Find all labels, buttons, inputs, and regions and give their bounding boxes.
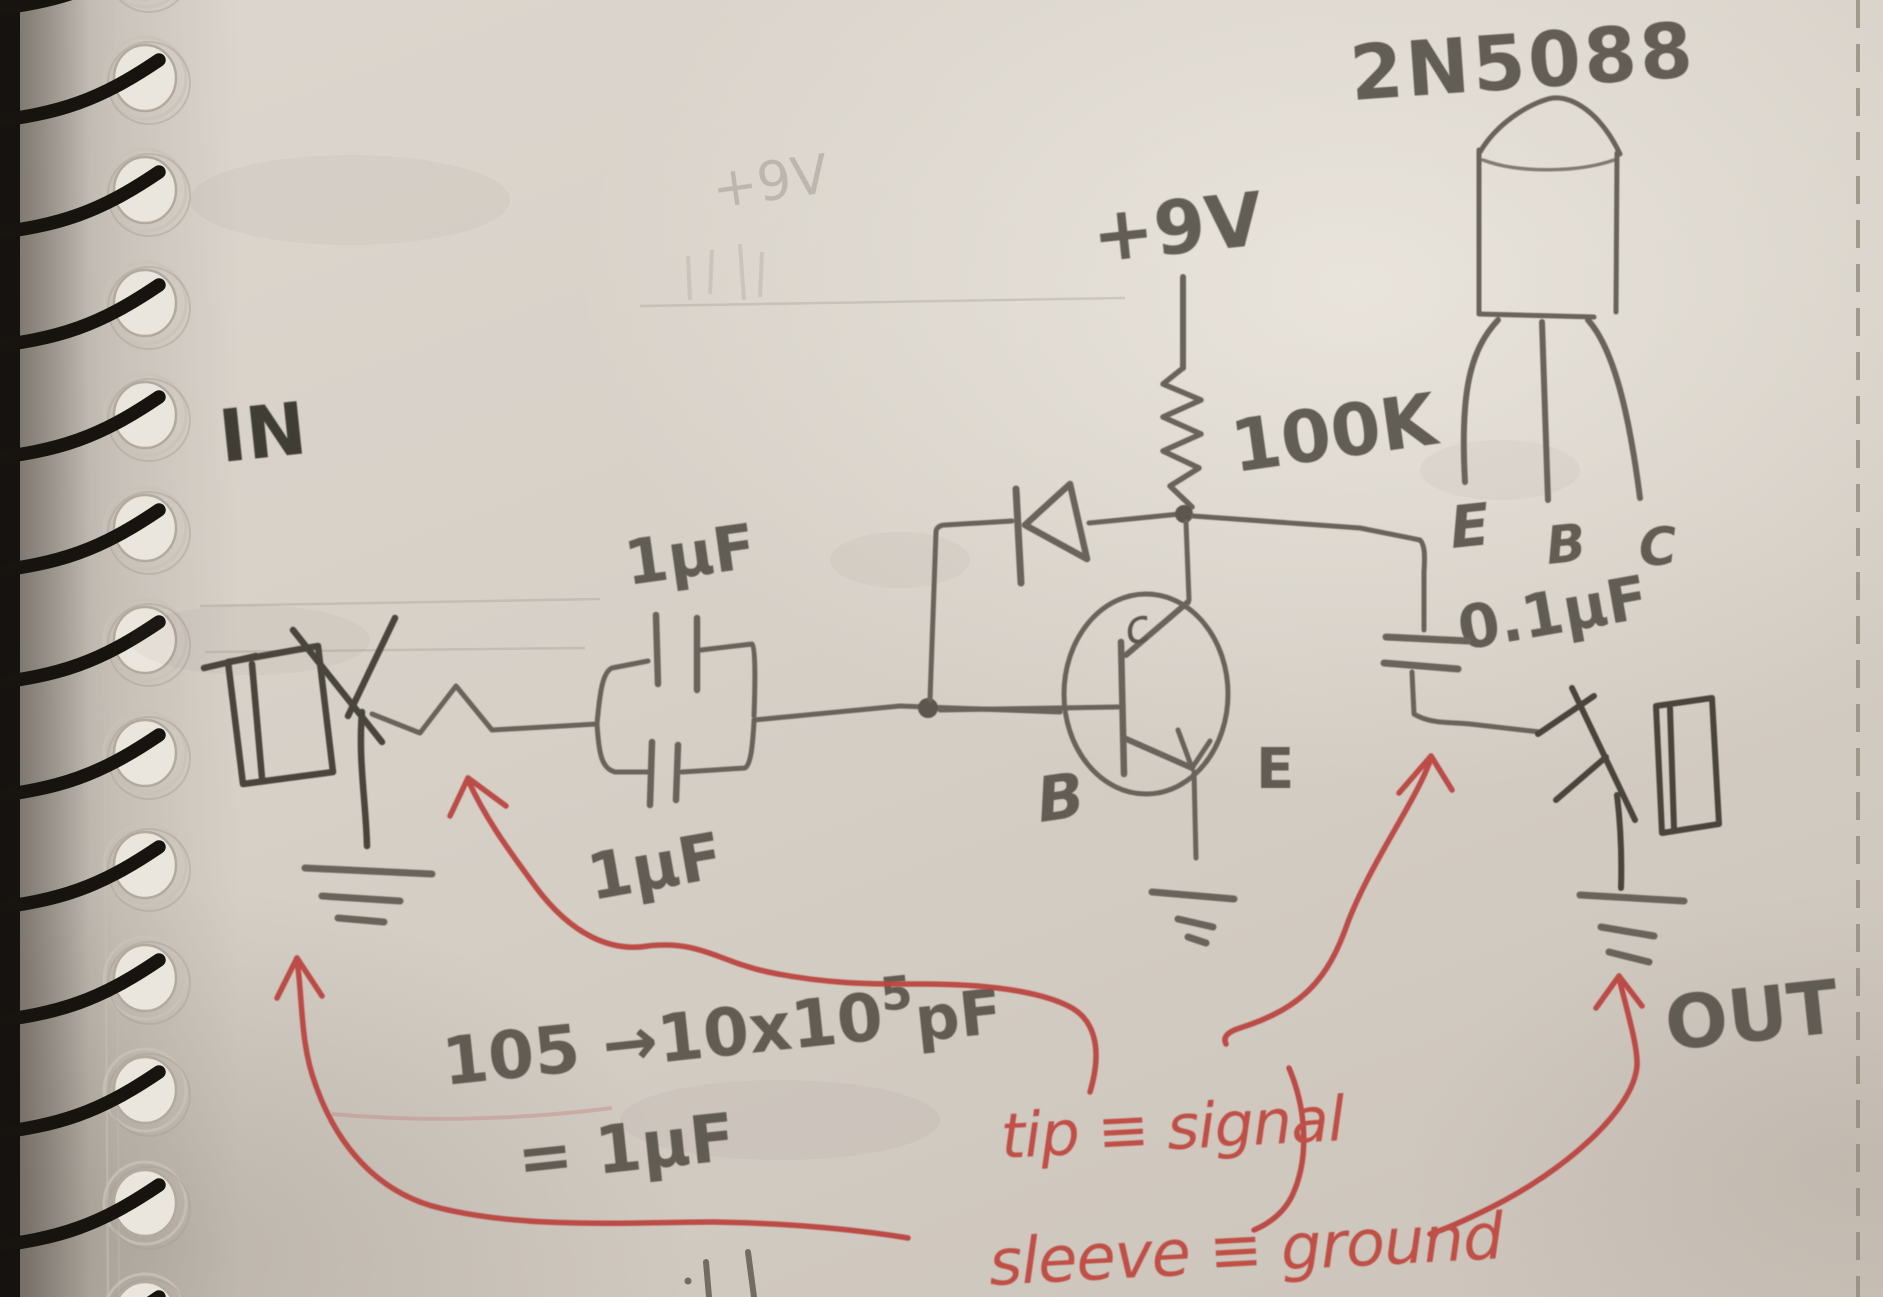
emitter-ground-symbol [1148,888,1238,947]
transistor-emitter-label: E [1256,737,1294,802]
transistor-base-label: B [1032,758,1089,837]
red-arrow-to-coupling-caps [447,775,1099,1095]
cap-top-label: 1µF [620,509,760,600]
output-cap-plate [1380,659,1462,673]
pin-label-base: B [1543,513,1589,577]
cap-code-note: 105 →10x105pF = 1µF [439,965,1006,1198]
supply-label: +9V [1088,177,1267,280]
tip-signal-note: tip ≡ signal [999,1082,1347,1173]
collector-rail-wire [1190,513,1427,575]
transistor-base-bar [1117,638,1128,778]
ghost-supply-label: +9V [708,142,832,221]
spiral-coil [0,0,190,12]
package-leg-b [1539,319,1551,503]
spiral-binding [0,0,190,1297]
cap-bottom-plate [672,741,682,804]
package-dome [1477,95,1623,157]
cutoff-pencil-marks [684,1249,757,1297]
input-label: IN [215,386,310,479]
rail-junction-dot [1175,505,1193,523]
sleeve-ground-note: sleeve ≡ ground [987,1200,1506,1297]
input-tip-contact [289,626,386,746]
erased-ghost-sketch: +9V [686,142,832,301]
base-node-junction-dot [918,698,938,718]
output-label: OUT [1661,964,1843,1068]
output-ground-symbol [1576,891,1688,966]
output-cap-plate [1382,633,1472,645]
cap-top-plate [652,611,662,688]
faint-red-bleedthrough [331,1106,613,1121]
circuit-sketch: 2N5088 IN 1µF 1µF [200,5,1843,1198]
to92-package-drawing: E B C [1446,95,1679,579]
input-signal-wire [369,683,600,736]
red-arrow-to-output-signal [1222,753,1455,1047]
input-ground-symbol [301,864,436,926]
resistor-label: 100K [1226,377,1444,489]
input-plug-body [224,642,337,788]
paper-artifacts: +9V [130,0,1860,1297]
diode-triangle [1021,480,1091,563]
output-cap-label: 0.1µF [1452,563,1653,665]
transistor-collector [1123,599,1191,658]
red-annotations: tip ≡ signal sleeve ≡ ground [274,753,1645,1297]
diode-cathode-bar [1012,485,1025,587]
package-leg-c [1585,317,1643,501]
red-arrow-to-input-ground [274,955,911,1241]
transistor-emitter [1121,735,1195,771]
coupling-caps: 1µF 1µF [582,509,760,915]
output-tip-contact [1535,693,1597,737]
resistor-zigzag [1160,365,1204,510]
output-cap: 0.1µF [1380,563,1653,735]
red-arrow-to-output-ground [1427,973,1645,1237]
collector-drop-wire [1183,519,1192,603]
red-brace-curve [1251,1065,1307,1233]
notebook-spine-edge [0,0,20,1297]
pin-label-collector: C [1637,516,1679,579]
transistor-collector-label: c [1119,598,1155,656]
transistor-part-label: 2N5088 [1347,5,1698,118]
cap-bottom-label: 1µF [582,819,728,915]
cap-bottom-plate [646,738,656,809]
pin-label-emitter: E [1446,490,1493,562]
ruled-line-bleedthrough [199,296,1126,654]
output-jack [1535,685,1722,891]
output-plug-body [1653,695,1722,836]
input-jack: IN [200,386,399,850]
supply-resistor: +9V 100K [1088,177,1444,523]
package-leg-e [1460,317,1501,485]
transistor-circle [1061,591,1231,797]
transistor-symbol: c B E [1032,591,1294,861]
feedback-diode-branch [927,480,1183,703]
ghost-tick-marks [686,243,764,301]
